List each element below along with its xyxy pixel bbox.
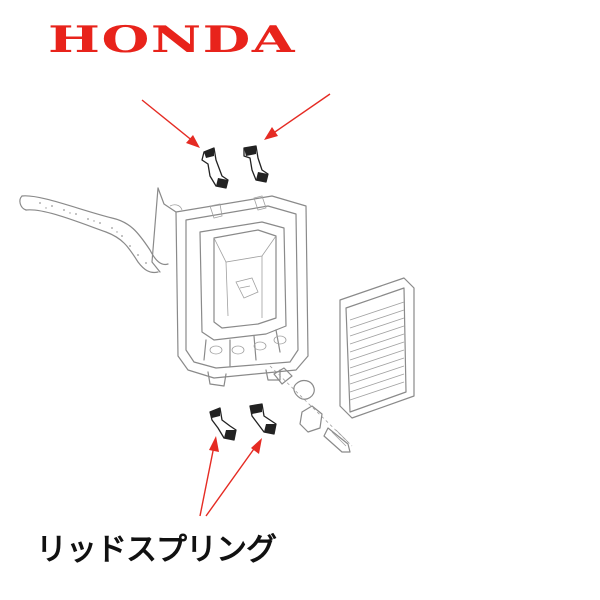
arrow-bottom-right-icon — [205, 438, 262, 517]
air-cleaner-case-icon — [151, 187, 309, 387]
breather-tube-icon — [19, 195, 169, 274]
honda-logo: HONDA — [48, 19, 296, 58]
reed-spring-top-left-icon — [201, 147, 229, 189]
arrow-top-left-icon — [141, 99, 200, 148]
reed-spring-bottom-right-icon — [249, 403, 277, 435]
reed-spring-top-right-icon — [243, 145, 269, 183]
air-filter-element-icon — [339, 277, 415, 419]
arrow-top-right-icon — [264, 93, 331, 140]
caption-label: リッドスプリング — [36, 532, 277, 568]
arrow-bottom-left-icon — [199, 436, 219, 517]
reed-spring-bottom-left-icon — [209, 407, 237, 441]
drain-bolt-icon — [269, 365, 353, 453]
honda-logo-text: HONDA — [48, 19, 296, 58]
